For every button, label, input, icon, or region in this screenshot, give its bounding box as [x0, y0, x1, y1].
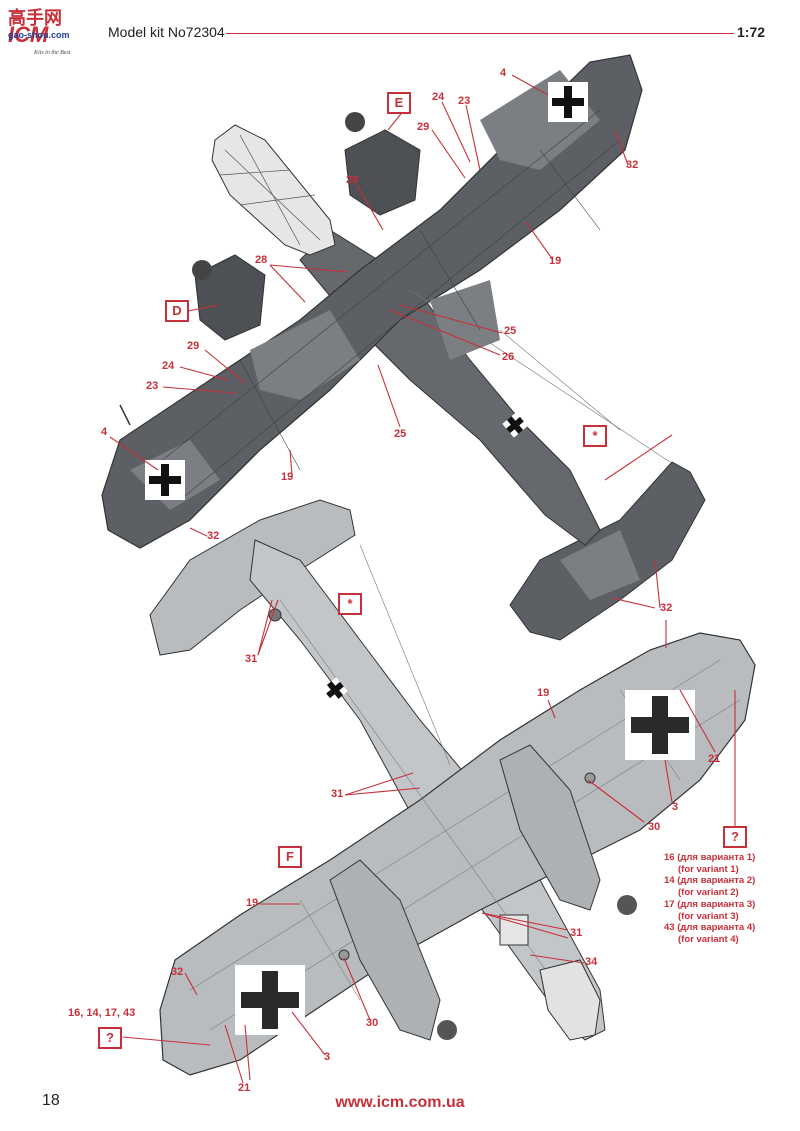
variant-note-line: 17 (для варианта 3)	[664, 898, 756, 910]
callout-31: 31	[570, 927, 583, 939]
marker-box-star-top: *	[583, 425, 607, 447]
callout-31: 31	[331, 788, 344, 800]
logo-chinese-text: 高手网	[8, 7, 62, 29]
logo-tagline: Kits in the Best	[33, 50, 71, 56]
variant-note-line: (for variant 4)	[678, 933, 739, 945]
callout-26: 26	[502, 351, 515, 363]
variant-note-line: (for variant 3)	[678, 910, 739, 922]
marker-box-e: E	[387, 92, 411, 114]
header-rule	[226, 33, 734, 34]
callout-25: 25	[504, 325, 517, 337]
callout-23: 23	[458, 95, 471, 107]
callout-24: 24	[432, 91, 445, 103]
callout-30: 30	[366, 1017, 379, 1029]
callout-24: 24	[162, 360, 175, 372]
icm-logo: 高手网 ICM gao-shou.com Kits in the Best	[8, 7, 71, 56]
lower-right-cross-marking	[625, 690, 695, 760]
marker-box-f: F	[278, 846, 302, 868]
callout-29: 29	[417, 121, 430, 133]
callout-4: 4	[500, 67, 507, 79]
lower-left-cross-marking	[235, 965, 305, 1035]
logo-site-text: gao-shou.com	[8, 30, 70, 40]
callout-3: 3	[672, 801, 679, 813]
callout-leaders	[109, 74, 736, 1084]
callout-19: 19	[537, 687, 550, 699]
callout-19: 19	[549, 255, 562, 267]
website-link[interactable]: www.icm.com.ua	[335, 1094, 465, 1111]
lower-view-aircraft	[149, 499, 756, 1076]
callout-29: 29	[187, 340, 200, 352]
callout-30: 30	[648, 821, 661, 833]
lower-fuselage-cross-marking	[322, 677, 348, 703]
callout-19: 19	[281, 471, 294, 483]
callout-28: 28	[255, 254, 268, 266]
callout-3: 3	[324, 1051, 331, 1063]
callout-21: 21	[708, 753, 721, 765]
scale-label: 1:72	[737, 24, 766, 40]
variant-notes: 16 (для варианта 1) (for variant 1) 14 (…	[664, 852, 755, 946]
marker-box-star-mid: *	[338, 593, 362, 615]
marker-box-d: D	[165, 300, 189, 322]
upper-view-aircraft	[101, 54, 706, 641]
callout-32: 32	[171, 966, 184, 978]
variant-note-line: (for variant 2)	[678, 887, 739, 899]
variant-note-line: 14 (для варианта 2)	[664, 875, 756, 887]
upper-right-cross-marking	[548, 82, 588, 122]
variant-note-line: (for variant 1)	[678, 863, 739, 875]
callout-28: 28	[346, 174, 359, 186]
callout-23: 23	[146, 380, 159, 392]
upper-fuselage-cross-marking	[502, 412, 528, 438]
callout-4: 4	[101, 426, 108, 438]
variant-note-line: 16 (для варианта 1)	[664, 852, 756, 863]
callout-19: 19	[246, 897, 259, 909]
page-number: 18	[42, 1092, 60, 1109]
marker-box-question-left: ?	[98, 1027, 122, 1049]
callout-25: 25	[394, 428, 407, 440]
callout-31: 31	[245, 653, 258, 665]
upper-left-cross-marking	[145, 460, 185, 500]
guide-lines	[359, 289, 671, 766]
marker-box-question-right: ?	[723, 826, 747, 848]
callout-32: 32	[207, 530, 220, 542]
callout-32: 32	[626, 159, 639, 171]
callout-21: 21	[238, 1082, 251, 1094]
callout-variants: 16, 14, 17, 43	[68, 1007, 136, 1019]
kit-title: Model kit No72304	[108, 24, 225, 40]
logo-icm-text: ICM	[8, 22, 49, 47]
callout-34: 34	[585, 956, 598, 968]
callout-32: 32	[660, 602, 673, 614]
variant-note-line: 43 (для варианта 4)	[664, 922, 756, 934]
